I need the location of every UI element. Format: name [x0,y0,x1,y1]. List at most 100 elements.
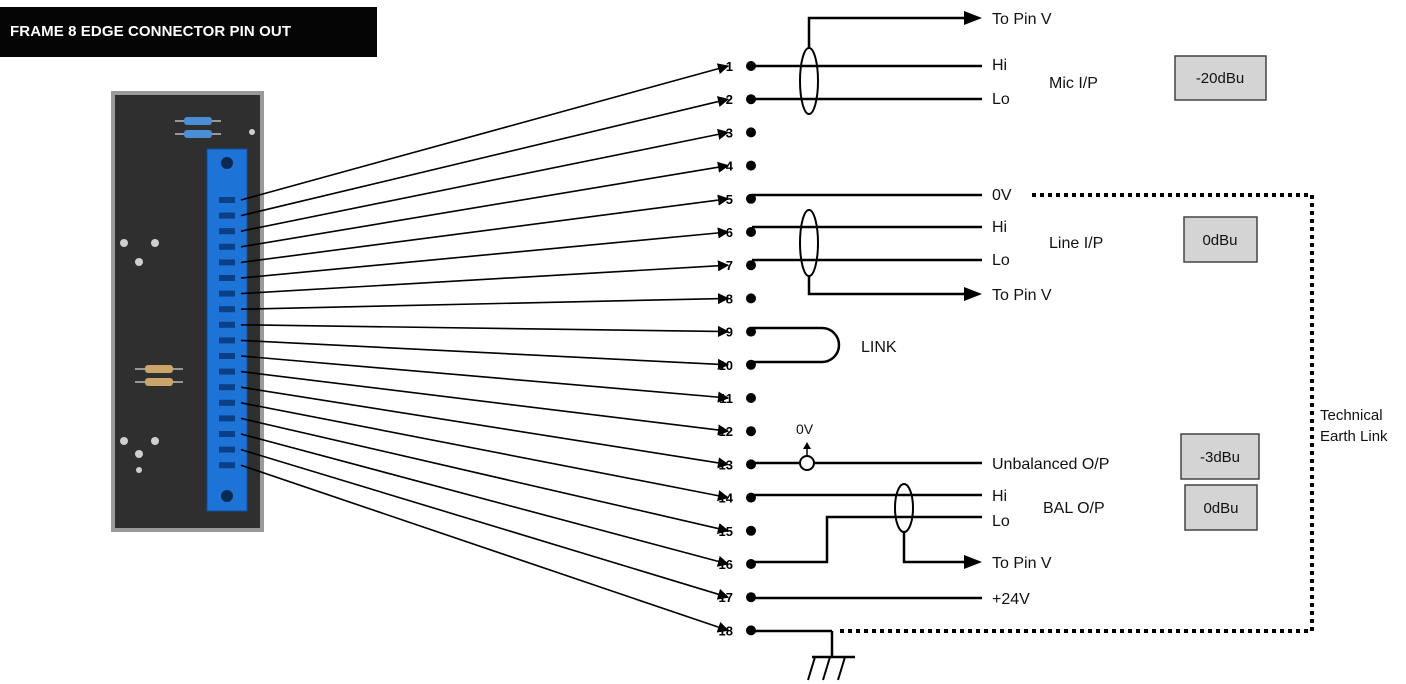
pin-number: 3 [726,125,733,140]
connector-slot [219,321,235,328]
label-mic-hi: Hi [992,57,1007,74]
edge-connector [206,148,248,512]
level-mic-text: -20dBu [1196,70,1244,87]
connector-slot [219,446,235,453]
pin-number: 12 [719,424,733,439]
level-unbal-text: -3dBu [1200,449,1240,466]
pin-dot [746,160,756,171]
pin-dot [746,94,756,105]
label-line-hi: Hi [992,219,1007,236]
wire-mic-screen [807,16,968,48]
fan-line [240,386,730,469]
resistor-top [175,117,221,138]
fan-line [240,448,730,600]
level-box-line: 0dBu [1183,216,1258,263]
connector-slot [219,228,235,235]
fan-line [240,464,730,633]
pin-dot [746,426,756,437]
pin-number: 9 [726,325,733,340]
screen-bal [894,483,914,533]
earth-hatch-2 [822,656,831,681]
connector-slot [219,337,235,344]
pin-number: 7 [726,258,733,273]
level-box-bal: 0dBu [1184,484,1258,531]
connector-slot [219,306,235,313]
label-line-lo: Lo [992,252,1010,269]
level-line-text: 0dBu [1202,232,1237,249]
pin-dot [746,625,756,636]
pin-number: 16 [719,557,733,572]
fan-line [240,161,730,248]
label-bal-lo: Lo [992,513,1010,530]
pin-number: 1 [726,59,733,74]
level-box-unbal: -3dBu [1180,433,1260,480]
connector-slot [219,212,235,219]
fan-line [240,339,730,370]
label-link: LINK [861,339,897,356]
label-to-pin-v-1: To Pin V [992,11,1052,28]
connector-slot [219,462,235,469]
pin-dot [746,293,756,304]
label-tap-0v: 0V [796,421,814,437]
earth-hatch-3 [837,656,846,681]
pin-number: 5 [726,192,733,207]
pin-dot [746,127,756,138]
connector-slot [219,243,235,250]
pin-number: 18 [719,623,733,638]
pin-number: 13 [719,457,733,472]
pin-number: 11 [719,391,733,406]
pin-number: 15 [719,524,733,539]
pin-dot [746,61,756,71]
wire-line-screen [807,276,968,296]
fan-line [240,227,730,279]
connector-slot [219,197,235,203]
pin-dot [746,393,756,403]
pin-dot [746,459,756,470]
label-unbalanced-op: Unbalanced O/P [992,456,1109,473]
label-bal-hi: Hi [992,488,1007,505]
label-earth-link: Earth Link [1320,428,1388,445]
pin-number: 17 [719,590,733,605]
fan-line [240,96,730,217]
screen-mic [799,47,819,115]
technical-earth-link [836,193,1314,633]
connector-slot [219,384,235,391]
zero-v-tap [799,455,815,471]
label-0v: 0V [992,187,1012,204]
pin-number: 14 [719,491,734,506]
connector-slot [219,353,235,359]
fan-line [240,293,730,310]
level-box-mic: -20dBu [1174,55,1267,101]
wiring [752,16,1314,681]
fan-line [240,194,730,264]
level-bal-text: 0dBu [1203,500,1238,517]
connector-slot [219,259,235,266]
fan-line [240,355,730,403]
pin-dot [746,260,756,271]
pin-dot [746,193,756,204]
label-line-ip: Line I/P [1049,235,1103,252]
pin-number: 8 [726,291,733,306]
label-bal-op: BAL O/P [1043,500,1105,517]
connector-slot [219,290,235,297]
fan-line [240,417,730,534]
fan-line [240,433,730,567]
to-pin-v-arrows [964,11,982,569]
resistor-middle [135,365,183,386]
screen-line [799,209,819,277]
label-mic-ip: Mic I/P [1049,75,1098,92]
pin-number: 6 [726,225,733,240]
label-to-pin-v-2: To Pin V [992,287,1052,304]
pin-dot [746,559,756,569]
fan-line [240,128,730,232]
label-plus-24v: +24V [992,591,1030,608]
fan-line [240,260,730,295]
pin-dot [746,592,756,603]
pin-fan-lines [240,63,730,633]
component-pads [120,129,255,473]
pin-dot [746,227,756,237]
label-to-pin-v-3: To Pin V [992,555,1052,572]
fan-line [240,63,730,201]
